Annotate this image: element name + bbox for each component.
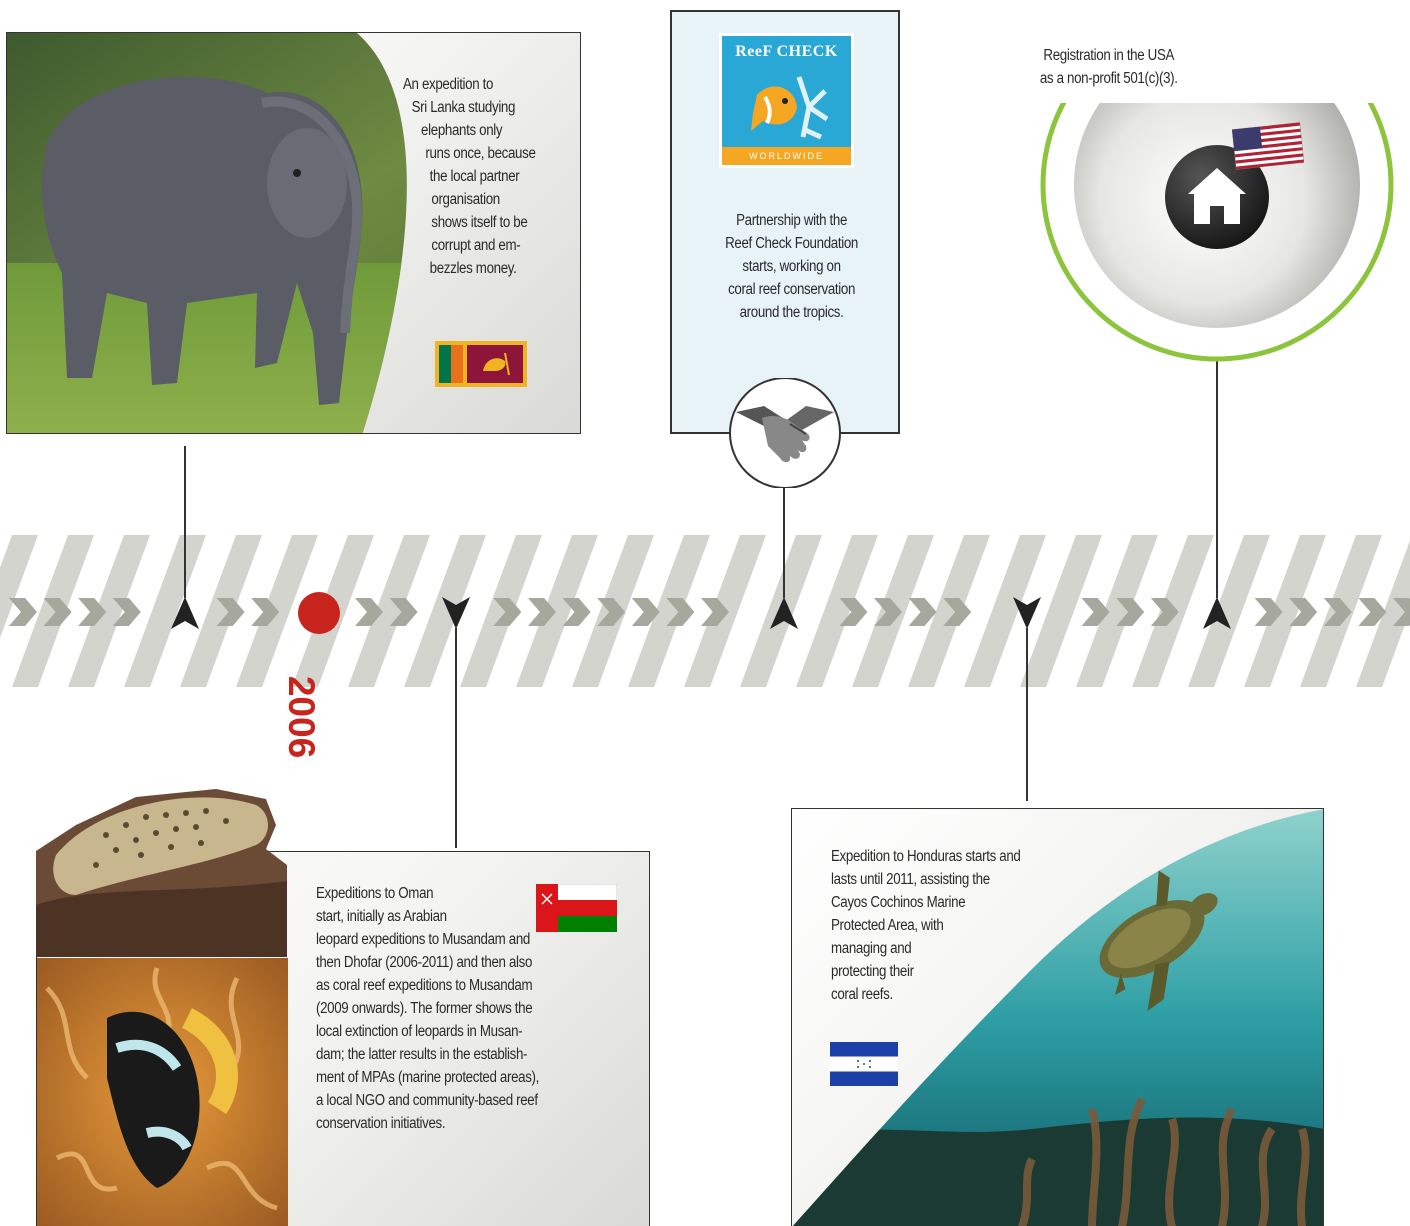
text-line: Registration in the USA — [1043, 47, 1175, 64]
timeline-chevrons — [9, 598, 1410, 626]
connector-line — [1216, 258, 1218, 598]
up-arrow-marker — [1203, 597, 1231, 629]
text-line: (2009 onwards). The former shows the — [316, 1000, 533, 1017]
text-line: ment of MPAs (marine protected areas), — [316, 1069, 540, 1086]
honduras-event-card — [791, 808, 1324, 1226]
sri-lanka-event-text: An expedition to Sri Lanka studying elep… — [403, 73, 536, 280]
text-line: An expedition to — [403, 76, 494, 93]
text-line: corrupt and em- — [431, 237, 521, 254]
reef-check-logo: ReeF CHECK WORLDWIDE — [719, 33, 854, 168]
text-line: coral reefs. — [831, 986, 893, 1003]
text-line: Cayos Cochinos Marine — [831, 894, 966, 911]
connector-line — [1026, 628, 1028, 801]
home-icon — [1165, 145, 1269, 249]
up-arrow-marker — [770, 597, 798, 629]
text-line: the local partner — [429, 168, 520, 185]
text-line: runs once, because — [425, 145, 536, 162]
usa-flag-icon — [1232, 122, 1304, 170]
text-line: around the tropics. — [739, 304, 844, 321]
text-line: bezzles money. — [429, 260, 517, 277]
text-line: then Dhofar (2006-2011) and then also — [316, 954, 533, 971]
down-arrow-marker — [442, 597, 470, 629]
text-line: start, initially as Arabian — [316, 908, 447, 925]
text-line: leopard expeditions to Musandam and — [316, 931, 530, 948]
sri-lanka-event-card: An expedition to Sri Lanka studying elep… — [6, 32, 581, 434]
down-arrow-marker — [1013, 597, 1041, 629]
connector-line — [783, 484, 785, 598]
text-line: protecting their — [831, 963, 914, 980]
text-line: as coral reef expeditions to Musandam — [316, 977, 533, 994]
flow-chevron — [216, 598, 245, 626]
text-line: a local NGO and community-based reef — [316, 1092, 538, 1109]
text-line: Expeditions to Oman — [316, 885, 434, 902]
flow-chevron — [112, 598, 141, 626]
flow-chevron — [1289, 598, 1318, 626]
flow-chevron — [701, 598, 729, 626]
text-line: shows itself to be — [431, 214, 528, 231]
flow-chevron — [78, 598, 107, 626]
elephant-photo — [7, 33, 407, 433]
reef-check-logo-title: ReeF CHECK — [735, 43, 838, 60]
flow-chevron — [562, 598, 591, 626]
flow-chevron — [874, 598, 902, 626]
sri-lanka-flag-icon — [435, 341, 527, 387]
year-dot — [298, 592, 340, 634]
flow-chevron — [631, 598, 660, 626]
clownfish-photo — [37, 958, 288, 1226]
handshake-icon — [729, 378, 841, 488]
flow-chevron — [943, 598, 972, 626]
text-line: local extinction of leopards in Musan- — [316, 1023, 523, 1040]
text-line: Reef Check Foundation — [725, 235, 858, 252]
flow-chevron — [908, 598, 937, 626]
text-line: Sri Lanka studying — [411, 99, 516, 116]
flow-chevron — [1116, 598, 1145, 626]
honduras-flag-icon — [830, 1042, 898, 1086]
text-line: starts, working on — [742, 258, 841, 275]
flow-chevron — [1081, 598, 1110, 626]
flow-chevron — [1358, 598, 1387, 626]
text-line: coral reef conservation — [728, 281, 856, 298]
text-line: managing and — [831, 940, 912, 957]
up-arrow-marker — [171, 597, 199, 629]
year-label: 2006 — [281, 675, 322, 759]
text-line: conservation initiatives. — [316, 1115, 446, 1132]
usa-event-text: Registration in the USA as a non-profit … — [1015, 44, 1202, 90]
text-line: organisation — [431, 191, 500, 208]
flow-chevron — [251, 598, 280, 626]
sea-turtle-photo — [792, 809, 1323, 1226]
fish-icon — [751, 76, 829, 140]
flow-chevron — [493, 598, 522, 626]
connector-line — [455, 628, 457, 848]
reef-check-logo-subtitle: WORLDWIDE — [722, 147, 851, 165]
flow-chevron — [355, 598, 383, 626]
flow-chevron — [389, 598, 418, 626]
flow-chevron — [1393, 598, 1410, 626]
text-line: lasts until 2011, assisting the — [831, 871, 990, 888]
text-line: dam; the latter results in the establish… — [316, 1046, 528, 1063]
flow-chevron — [597, 598, 626, 626]
oman-flag-icon — [536, 884, 617, 932]
flow-chevron — [528, 598, 556, 626]
flow-chevron — [839, 598, 868, 626]
connector-line — [184, 446, 186, 598]
flow-chevron — [1254, 598, 1283, 626]
text-line: elephants only — [421, 122, 503, 139]
reef-check-event-text: Partnership with the Reef Check Foundati… — [712, 209, 871, 324]
flow-chevron — [9, 598, 37, 626]
text-line: as a non-profit 501(c)(3). — [1039, 70, 1178, 87]
flow-chevron — [1150, 598, 1179, 626]
leopard-photo — [36, 789, 287, 957]
text-line: Partnership with the — [736, 212, 848, 229]
flow-chevron — [666, 598, 695, 626]
honduras-event-text: Expedition to Honduras starts and lasts … — [831, 845, 1021, 1006]
oman-event-text: Expeditions to Oman start, initially as … — [316, 882, 539, 1135]
flow-chevron — [43, 598, 72, 626]
text-line: Protected Area, with — [831, 917, 944, 934]
flow-chevron — [1323, 598, 1352, 626]
text-line: Expedition to Honduras starts and — [831, 848, 1021, 865]
